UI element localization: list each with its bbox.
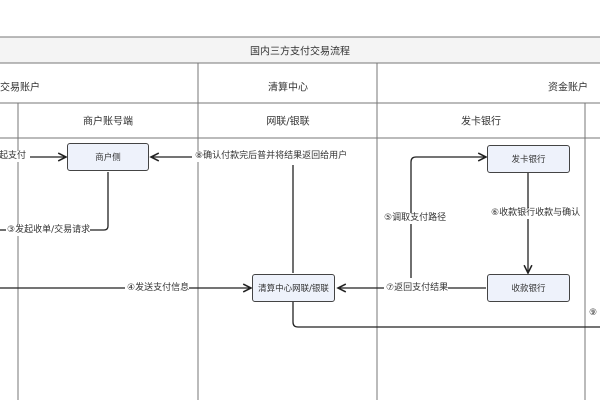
diagram-title: 国内三方支付交易流程 xyxy=(250,46,350,58)
lane-trade-account: 交易账户 xyxy=(0,82,40,94)
sublane-issuer: 发卡银行 xyxy=(461,116,501,128)
node-merchant[interactable]: 商户侧 xyxy=(67,143,149,171)
edge-label-6: ⑥收款银行收款与确认 xyxy=(491,208,581,219)
node-issuer[interactable]: 发卡银行 xyxy=(487,145,570,173)
lane-clearing: 清算中心 xyxy=(268,82,308,94)
edge-label-7: ⑦返回支付结果 xyxy=(386,283,449,294)
edge-label-9: ⑨ xyxy=(589,308,598,319)
edge-label-8: ⑧确认付款完后普并将结果返回给用户 xyxy=(195,151,348,162)
edge-label-5: ⑤调取支付路径 xyxy=(384,213,447,224)
edge-label-3: ③发起收单/交易请求 xyxy=(7,225,91,236)
lane-fund-account: 资金账户 xyxy=(548,82,588,94)
node-clearing[interactable]: 清算中心网联/银联 xyxy=(252,274,335,302)
sublane-merchant: 商户账号端 xyxy=(83,116,133,128)
sublane-network: 网联/银联 xyxy=(266,116,310,128)
edge-label-4: ④发送支付信息 xyxy=(127,283,190,294)
node-acquirer[interactable]: 收款银行 xyxy=(487,274,570,302)
edge-label-2: 发起支付 xyxy=(0,151,27,162)
